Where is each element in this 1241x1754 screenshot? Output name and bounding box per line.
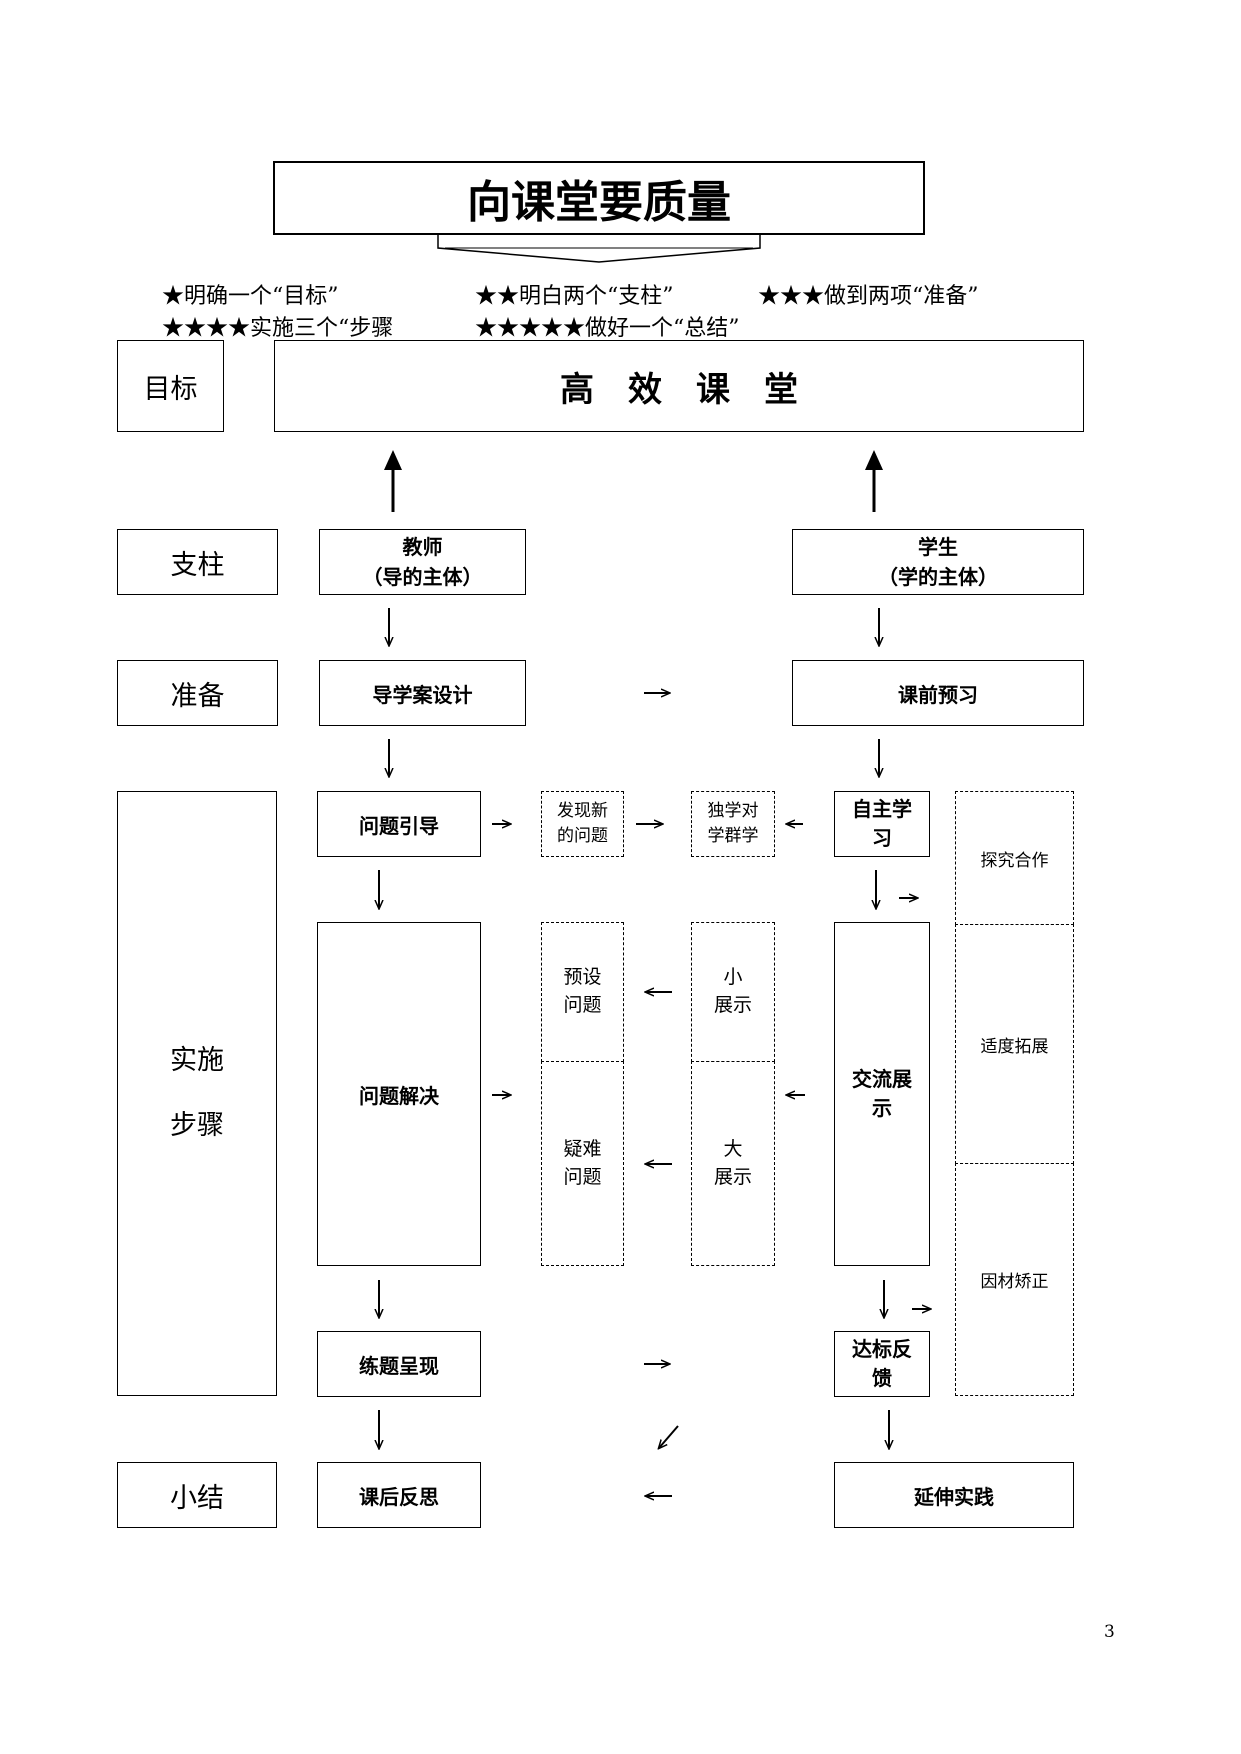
row-label-prepare: 准备 (117, 660, 278, 726)
self-study-box: 自主学 习 (834, 791, 930, 857)
reflect-box: 课后反思 (317, 1462, 481, 1528)
exercise-box: 练题呈现 (317, 1331, 481, 1397)
preset-box: 预设 问题 (541, 922, 624, 1062)
row-label-summary: 小结 (117, 1462, 277, 1528)
page-title: 向课堂要质量 (467, 177, 731, 228)
student-prep-box: 课前预习 (792, 660, 1084, 726)
principle-1: ★明确一个“目标” (162, 284, 339, 309)
problem-guide-box: 问题引导 (317, 791, 481, 857)
student-box: 学生 （学的主体） (792, 529, 1084, 595)
principle-5: ★★★★★做好一个“总结” (475, 316, 740, 341)
row-label-implement: 实施 步骤 (117, 791, 277, 1396)
solo-group-box: 独学对 学群学 (691, 791, 775, 857)
title-box: 向课堂要质量 (273, 161, 925, 235)
principle-4: ★★★★实施三个“步骤 (162, 316, 394, 341)
teacher-box: 教师 （导的主体） (319, 529, 526, 595)
goal-box: 高 效 课 堂 (274, 340, 1084, 432)
big-show-box: 大 展示 (691, 1061, 775, 1266)
teacher-prep-box: 导学案设计 (319, 660, 526, 726)
principle-3: ★★★做到两项“准备” (758, 284, 979, 309)
page-number: 3 (1104, 1622, 1115, 1642)
problem-solve-box: 问题解决 (317, 922, 481, 1266)
principle-2: ★★明白两个“支柱” (475, 284, 674, 309)
row-label-pillar: 支柱 (117, 529, 278, 595)
row-label-goal: 目标 (117, 340, 224, 432)
feedback-box: 达标反 馈 (834, 1331, 930, 1397)
hard-box: 疑难 问题 (541, 1061, 624, 1266)
discover-box: 发现新 的问题 (541, 791, 624, 857)
arrow-diagonal (659, 1425, 679, 1448)
practice-box: 延伸实践 (834, 1462, 1074, 1528)
exchange-box: 交流展 示 (834, 922, 930, 1266)
adapt-box: 因材矫正 (955, 1163, 1074, 1396)
